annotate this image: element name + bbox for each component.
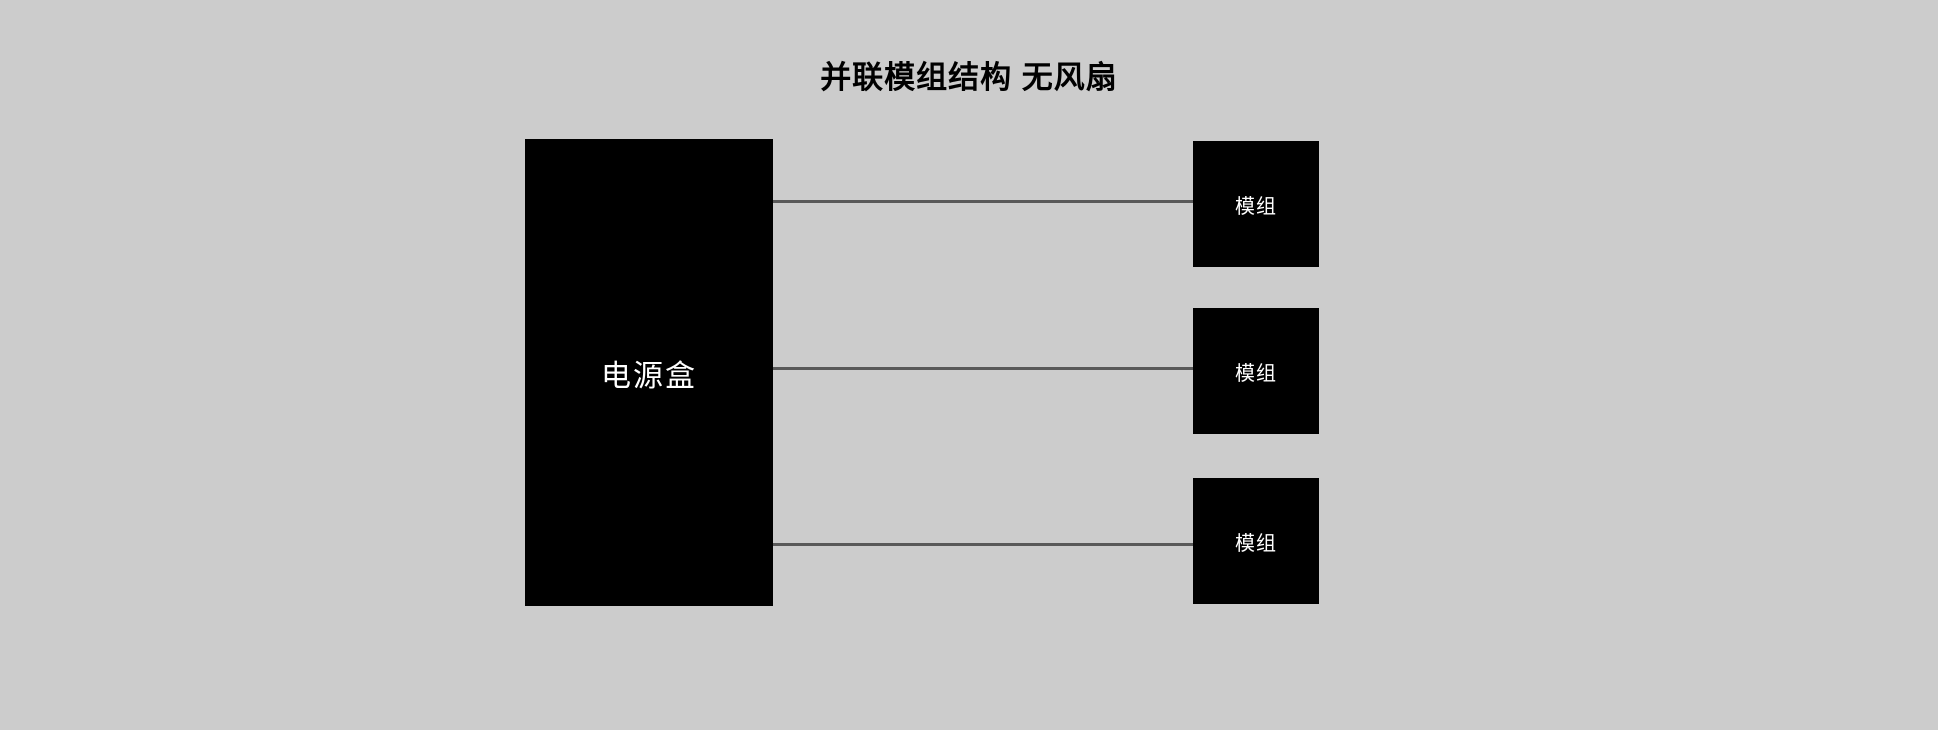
module-node-3: 模组 bbox=[1193, 478, 1319, 604]
power-box-label: 电源盒 bbox=[601, 359, 697, 393]
module-label: 模组 bbox=[1235, 195, 1277, 218]
module-label: 模组 bbox=[1235, 532, 1277, 555]
connector-line-3 bbox=[773, 543, 1193, 546]
module-label: 模组 bbox=[1235, 362, 1277, 385]
module-node-2: 模组 bbox=[1193, 308, 1319, 434]
diagram-title: 并联模组结构 无风扇 bbox=[820, 60, 1118, 95]
connector-line-1 bbox=[773, 200, 1193, 203]
connector-line-2 bbox=[773, 367, 1193, 370]
module-node-1: 模组 bbox=[1193, 141, 1319, 267]
power-box-node: 电源盒 bbox=[525, 139, 773, 606]
